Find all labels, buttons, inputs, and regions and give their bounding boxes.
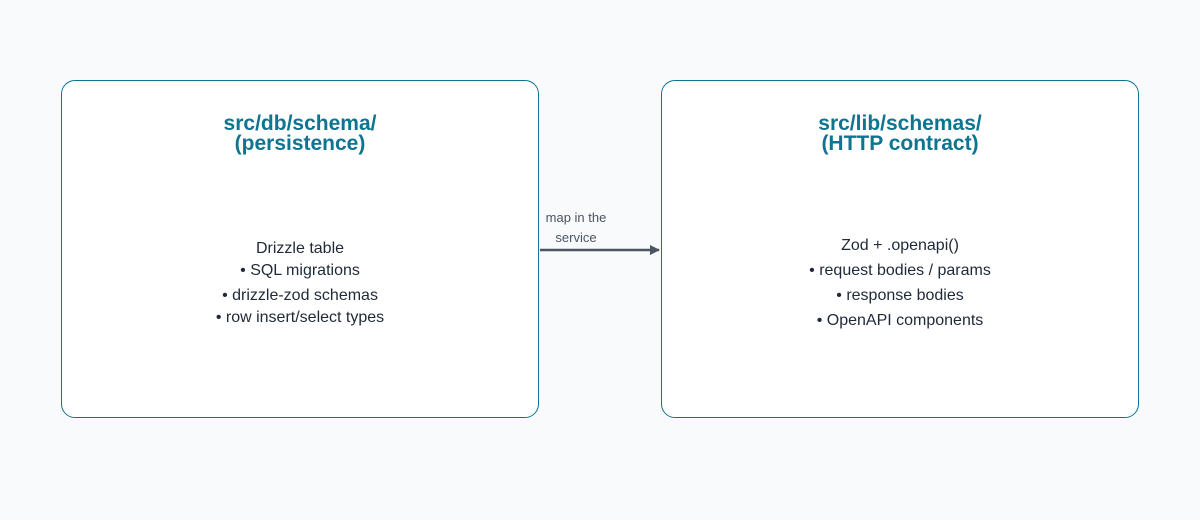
edge-label-line-2: service	[555, 230, 597, 245]
db-schema-title-line-1: src/db/schema/	[223, 112, 377, 135]
http-schemas-line-3: • response bodies	[836, 287, 964, 304]
http-schemas-box: src/lib/schemas/ (HTTP contract) Zod + .…	[661, 80, 1139, 418]
http-schemas-title-line-2: (HTTP contract)	[821, 132, 979, 155]
db-schema-box: src/db/schema/ (persistence) Drizzle tab…	[61, 80, 539, 418]
db-schema-title-line-2: (persistence)	[234, 132, 366, 155]
db-schema-line-3: • drizzle-zod schemas	[222, 287, 378, 304]
edge-label-line-1: map in the	[545, 210, 607, 225]
db-schema-line-1: Drizzle table	[255, 240, 345, 257]
http-schemas-line-4: • OpenAPI components	[816, 312, 984, 329]
http-schemas-title-line-1: src/lib/schemas/	[818, 112, 982, 135]
db-schema-line-4: • row insert/select types	[215, 309, 385, 326]
http-schemas-line-1: Zod + .openapi()	[841, 237, 959, 254]
http-schemas-line-2: • request bodies / params	[809, 262, 991, 279]
db-schema-line-2: • SQL migrations	[240, 262, 360, 279]
